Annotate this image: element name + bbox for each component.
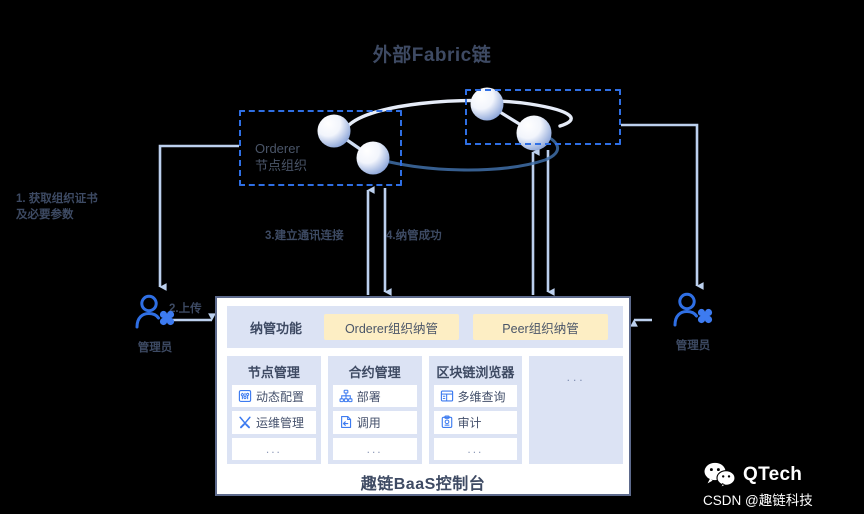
baas-console-panel: 纳管功能 Orderer组织纳管 Peer组织纳管 节点管理 [215,296,631,496]
watermark-brand: QTech [743,464,803,485]
orderer-org-label-line2: 节点组织 [255,158,308,173]
card-row[interactable]: 动态配置 [232,385,316,408]
card-title: 区块链浏览器 [436,365,515,380]
admin-user-icon [135,294,175,329]
hierarchy-icon [339,389,353,403]
admin-right-label: 管理员 [675,340,711,352]
chain-node [356,141,390,175]
card-row-label: 部署 [356,389,381,404]
peer-org-box [465,89,621,145]
step-4-label: 4.纳管成功 [386,230,442,242]
card-row-label: 审计 [457,415,482,430]
orderer-org-label-line1: Orderer [255,141,300,156]
admin-left: 管理员 [118,294,192,355]
admin-user-icon [673,292,713,327]
admin-left-label: 管理员 [137,342,173,354]
card-row-label: 多维查询 [457,389,506,404]
card-row[interactable]: 运维管理 [232,411,316,434]
card-more-placeholder[interactable]: ... [529,356,623,464]
card-title: 节点管理 [247,365,300,380]
card-row[interactable]: 部署 [332,385,417,408]
card-more: ... [566,370,586,384]
step-3-label: 3.建立通讯连接 [265,230,344,242]
pill-orderer-org-management[interactable]: Orderer组织纳管 [324,314,459,340]
invoke-icon [340,416,351,429]
card-more[interactable]: ... [433,437,518,460]
card-node-management: 节点管理 动态配置 [227,356,321,464]
card-row-label: 动态配置 [256,389,305,404]
step-1-label: 1. 获取组织证书 及必要参数 [16,191,156,223]
chain-node [516,115,552,151]
admin-right: 管理员 [656,292,730,353]
management-function-label: 纳管功能 [249,320,302,336]
management-function-bar: 纳管功能 Orderer组织纳管 Peer组织纳管 [227,306,623,348]
wechat-icon [704,462,736,488]
step-1-line1: 1. 获取组织证书 [16,193,98,205]
step-1-line2: 及必要参数 [16,209,74,221]
chain-node [470,87,504,121]
card-row[interactable]: 调用 [332,411,417,434]
tools-icon [239,417,251,429]
blockchain-network-graphic [317,87,573,175]
orderer-org-box [239,110,402,186]
pill-peer-org-management[interactable]: Peer组织纳管 [473,314,608,340]
card-blockchain-explorer: 区块链浏览器 多维查询 [428,356,523,464]
card-more[interactable]: ... [332,437,417,460]
orderer-org-label: Orderer 节点组织 [255,140,345,174]
watermark: QTech CSDN @趣链科技 [703,462,861,509]
card-row-label: 调用 [356,415,381,430]
card-row-label: 运维管理 [256,415,305,430]
page-title: 外部Fabric链 [372,45,492,66]
card-more[interactable]: ... [232,437,316,460]
card-row[interactable]: 审计 [433,411,518,434]
step-2-label: 2.上传 [169,303,202,315]
sliders-icon [238,390,252,403]
audit-icon [441,416,452,429]
card-contract-management: 合约管理 部署 [327,356,422,464]
feature-card-list: 节点管理 动态配置 [227,356,623,464]
console-title: 趣链BaaS控制台 [360,476,486,493]
card-title: 合约管理 [348,365,401,380]
query-icon [440,390,453,402]
watermark-sub: CSDN @趣链科技 [703,493,813,508]
chain-node [317,114,351,148]
card-row[interactable]: 多维查询 [433,385,518,408]
